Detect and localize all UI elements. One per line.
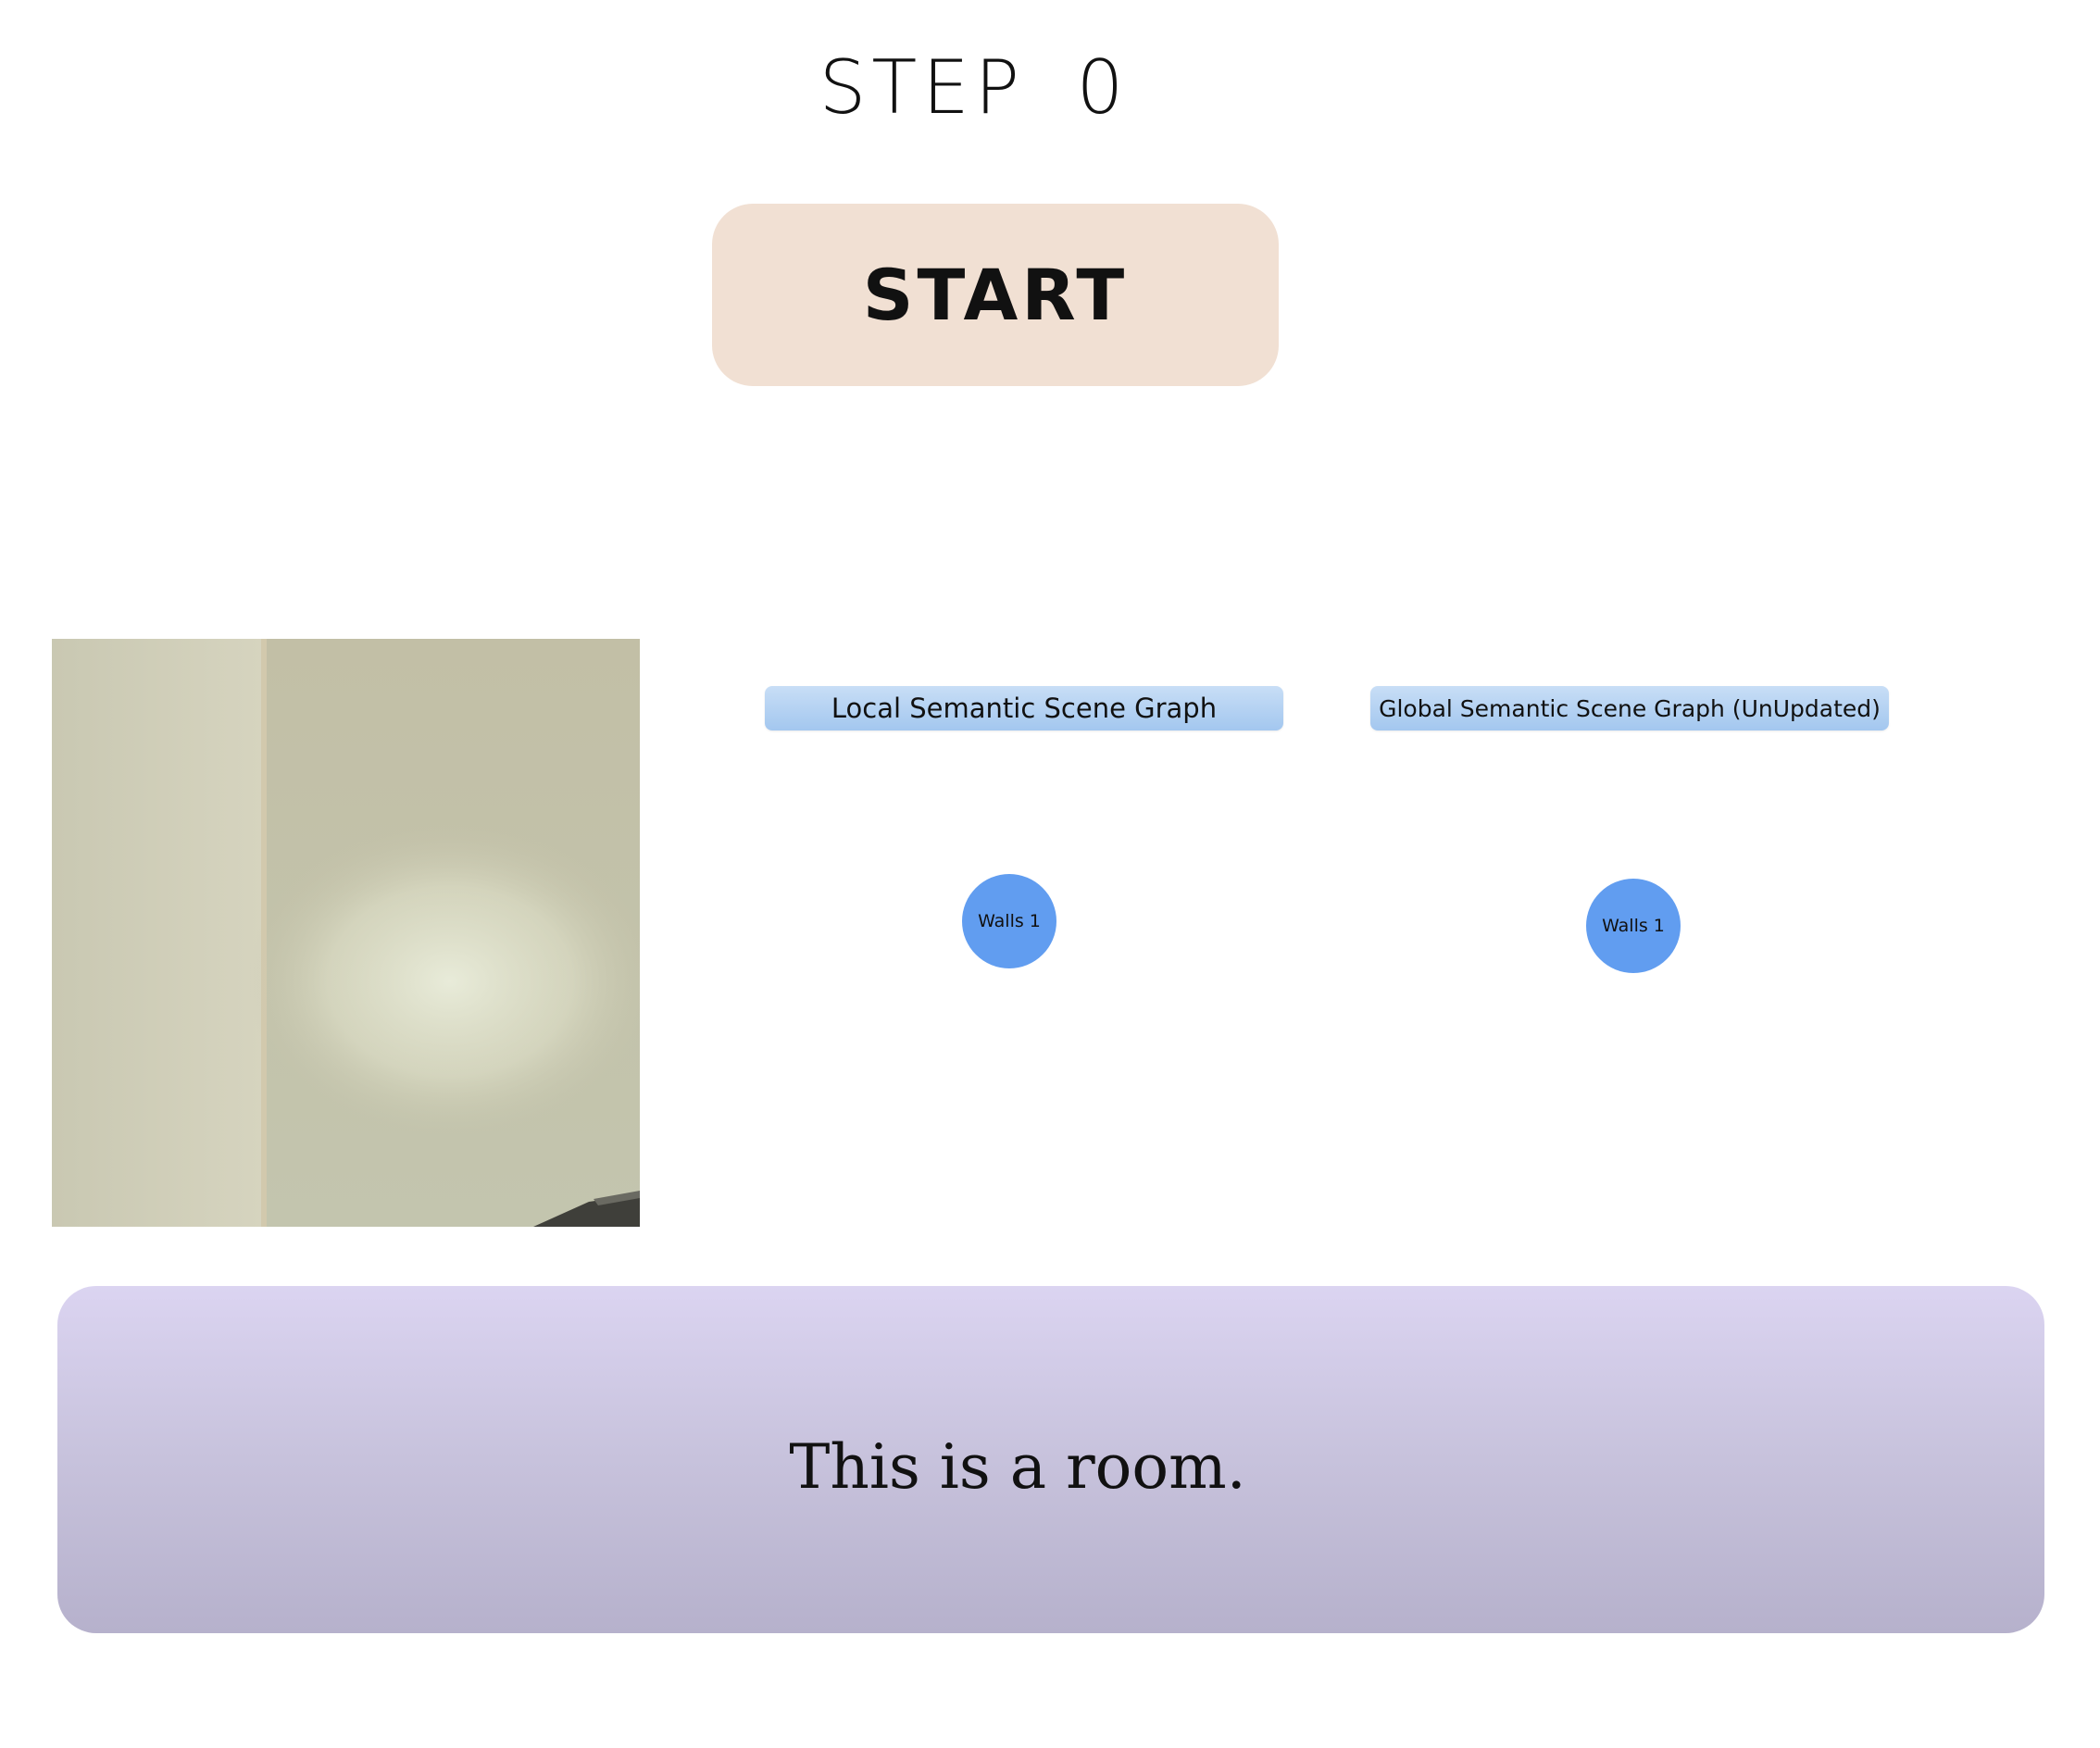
scene-camera-view bbox=[52, 639, 640, 1227]
global-scene-graph-title: Global Semantic Scene Graph (UnUpdated) bbox=[1370, 686, 1889, 730]
local-scene-graph-title: Local Semantic Scene Graph bbox=[765, 686, 1283, 730]
caption-panel: This is a room. bbox=[57, 1286, 2044, 1633]
start-button[interactable]: START bbox=[712, 204, 1279, 386]
step-title: STEP 0 bbox=[819, 44, 1130, 131]
furniture-edge bbox=[594, 1191, 640, 1205]
light-reflection bbox=[246, 824, 640, 1139]
caption-text: This is a room. bbox=[789, 1431, 1246, 1503]
global-graph-node-walls[interactable]: Walls 1 bbox=[1586, 879, 1681, 973]
left-wall-surface bbox=[52, 639, 265, 1227]
local-graph-node-walls[interactable]: Walls 1 bbox=[962, 874, 1056, 968]
